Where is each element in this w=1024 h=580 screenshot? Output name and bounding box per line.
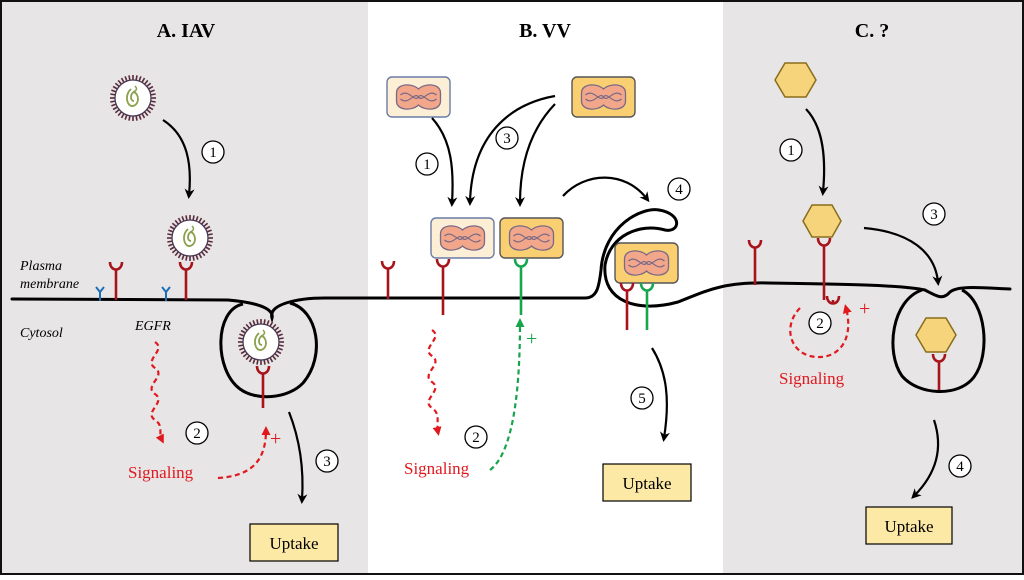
plus-sign-b: + bbox=[526, 328, 537, 350]
egfr-receptor-2 bbox=[161, 286, 171, 301]
cytosol-label: Cytosol bbox=[20, 326, 63, 341]
receptor-red-c1 bbox=[747, 239, 763, 285]
arrow-b-step4 bbox=[562, 176, 650, 203]
arrow-b-step5 bbox=[651, 347, 670, 442]
svg-text:Uptake: Uptake bbox=[269, 534, 318, 553]
receptor-red-a2 bbox=[178, 261, 194, 300]
uptake-box-a: Uptake bbox=[249, 523, 339, 562]
receptor-red-b1 bbox=[380, 260, 396, 299]
signaling-label-a: Signaling bbox=[128, 463, 194, 482]
vv-particle-dark-free bbox=[571, 76, 636, 118]
uptake-box-c: Uptake bbox=[865, 506, 953, 545]
arrow-a-step1 bbox=[162, 119, 195, 199]
step-a-2: 2 bbox=[185, 421, 209, 445]
svg-text:2: 2 bbox=[816, 316, 824, 332]
receptor-red-c3 bbox=[825, 295, 841, 305]
svg-text:1: 1 bbox=[209, 145, 217, 161]
receptor-red-vesicle-a bbox=[255, 365, 271, 408]
svg-text:Uptake: Uptake bbox=[622, 474, 671, 493]
svg-text:3: 3 bbox=[930, 207, 938, 223]
signal-loop-c bbox=[789, 304, 852, 359]
svg-text:5: 5 bbox=[638, 391, 646, 407]
step-b-4: 4 bbox=[667, 177, 691, 201]
svg-text:2: 2 bbox=[472, 430, 480, 446]
receptor-red-c2 bbox=[816, 237, 832, 300]
receptor-red-b3 bbox=[619, 282, 635, 330]
panel-a-title: A. IAV bbox=[157, 20, 216, 42]
arrow-c-step4 bbox=[911, 419, 940, 499]
svg-text:4: 4 bbox=[675, 182, 683, 198]
vv-particle-light-free bbox=[386, 76, 451, 118]
plasma-membrane-label-2: membrane bbox=[20, 277, 79, 292]
step-b-5: 5 bbox=[630, 386, 654, 410]
svg-text:3: 3 bbox=[503, 131, 511, 147]
iav-virion-bound bbox=[167, 215, 213, 261]
signal-wave-b bbox=[427, 329, 442, 436]
vv-particle-light-bound bbox=[430, 217, 495, 259]
vv-particle-dark-bound bbox=[499, 217, 564, 259]
plus-sign-c: + bbox=[859, 298, 870, 320]
receptor-red-b2 bbox=[435, 258, 451, 315]
receptor-green-b2 bbox=[639, 282, 655, 330]
step-b-2: 2 bbox=[464, 425, 488, 449]
plasma-membrane-label: Plasma bbox=[19, 259, 62, 274]
panel-c-title: C. ? bbox=[855, 20, 889, 42]
step-b-3: 3 bbox=[495, 126, 519, 150]
signal-green-arrow-b bbox=[489, 318, 525, 471]
hexagon-particle-free bbox=[774, 62, 817, 98]
signal-feedback-arrow-a bbox=[217, 426, 271, 480]
arrow-c-step1 bbox=[805, 108, 829, 196]
svg-text:Uptake: Uptake bbox=[884, 517, 933, 536]
panel-b-title: B. VV bbox=[519, 20, 571, 42]
signaling-label-b: Signaling bbox=[404, 459, 470, 478]
svg-text:1: 1 bbox=[423, 157, 431, 173]
iav-virion-free bbox=[110, 75, 156, 121]
hexagon-particle-bound bbox=[802, 204, 842, 238]
step-c-1: 1 bbox=[779, 138, 803, 162]
step-b-1: 1 bbox=[415, 152, 439, 176]
plus-sign-a: + bbox=[270, 428, 281, 450]
receptor-red-vesicle-c bbox=[931, 353, 947, 390]
egfr-receptor-1 bbox=[95, 286, 105, 301]
arrow-b-step3-left bbox=[465, 94, 556, 206]
arrow-b-step3-right bbox=[515, 103, 556, 207]
step-c-4: 4 bbox=[948, 454, 972, 478]
receptor-red-a1 bbox=[108, 261, 124, 300]
iav-virion-internalized bbox=[238, 319, 284, 365]
vv-particle-macropinosome bbox=[614, 242, 679, 284]
svg-text:4: 4 bbox=[956, 459, 964, 475]
egfr-label: EGFR bbox=[134, 319, 171, 334]
svg-text:2: 2 bbox=[193, 426, 201, 442]
step-c-3: 3 bbox=[922, 202, 946, 226]
signaling-label-c: Signaling bbox=[779, 369, 845, 388]
plasma-membrane bbox=[10, 208, 1012, 324]
signal-wave-a bbox=[150, 341, 164, 444]
arrow-a-step3 bbox=[287, 411, 308, 504]
step-c-2: 2 bbox=[808, 311, 832, 335]
step-a-1: 1 bbox=[201, 140, 225, 164]
arrow-c-step3 bbox=[863, 226, 943, 286]
iav-endocytic-vesicle bbox=[219, 301, 318, 399]
step-a-3: 3 bbox=[315, 449, 339, 473]
svg-text:1: 1 bbox=[787, 143, 795, 159]
svg-text:3: 3 bbox=[323, 454, 331, 470]
uptake-box-b: Uptake bbox=[602, 463, 692, 502]
receptor-green-b1 bbox=[513, 258, 529, 315]
arrow-b-step1 bbox=[431, 117, 458, 207]
panel-c-endocytic-vesicle bbox=[891, 288, 986, 393]
hexagon-particle-internalized bbox=[915, 317, 957, 353]
